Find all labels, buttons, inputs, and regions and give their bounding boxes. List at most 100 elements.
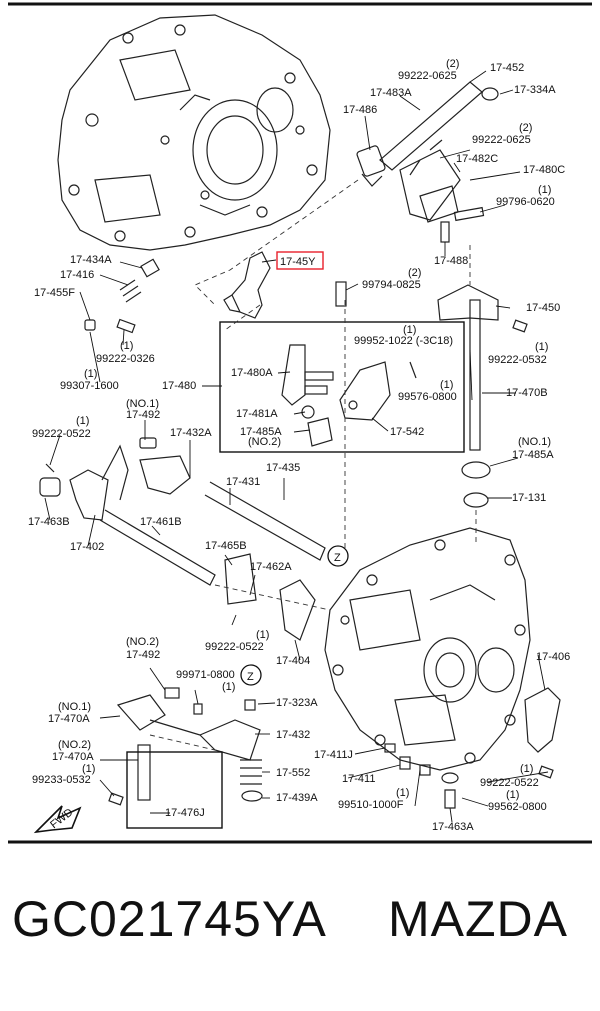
label-99222-0532: 99222-0532 [488, 354, 547, 366]
label-99222-0625b-qty: (2) [519, 122, 532, 134]
label-17-492a-qty: (NO.1) [126, 398, 159, 410]
label-99576-0800-qty: (1) [440, 379, 453, 391]
label-99794-0825: 99794-0825 [362, 279, 421, 291]
label-17-483A: 17-483A [370, 87, 412, 99]
label-17-486: 17-486 [343, 104, 377, 116]
label-17-480: 17-480 [162, 380, 196, 392]
label-17-404: 17-404 [276, 655, 310, 667]
label-17-463B: 17-463B [28, 516, 70, 528]
label-17-482C: 17-482C [456, 153, 498, 165]
label-17-481A: 17-481A [236, 408, 278, 420]
label-17-450: 17-450 [526, 302, 560, 314]
label-17-470B: 17-470B [506, 387, 548, 399]
label-99222-0522a: 99222-0522 [32, 428, 91, 440]
label-17-470A-1: 17-470A [48, 713, 90, 725]
label-17-432A: 17-432A [170, 427, 212, 439]
label-99233-0532-qty: (1) [82, 763, 95, 775]
brand-title: MAZDA [388, 891, 568, 947]
label-17-431: 17-431 [226, 476, 260, 488]
label-17-552: 17-552 [276, 767, 310, 779]
label-17-476J: 17-476J [165, 807, 205, 819]
label-99562-0800: 99562-0800 [488, 801, 547, 813]
label-99971-0800: 99971-0800 [176, 669, 235, 681]
label-99222-0522b: 99222-0522 [205, 641, 264, 653]
label-17-480C: 17-480C [523, 164, 565, 176]
parts-diagram: FWD Z Z 17-452 (2) [8, 2, 592, 844]
transmission-case-lower [324, 527, 531, 771]
z-marker-label-lower: Z [247, 671, 254, 683]
label-99510-1000F: 99510-1000F [338, 799, 404, 811]
label-99510-1000F-qty: (1) [396, 787, 409, 799]
label-17-485A-inner: 17-485A [240, 426, 282, 438]
label-17-470A-1-qty: (NO.1) [58, 701, 91, 713]
label-17-480A: 17-480A [231, 367, 273, 379]
fwd-arrow-icon [33, 805, 82, 834]
label-99307-1600-qty: (1) [84, 368, 97, 380]
right-lower-parts [384, 687, 561, 809]
label-17-485A-inner-qty: (NO.2) [248, 436, 281, 448]
label-99794-0825-qty: (2) [408, 267, 421, 279]
label-17-542: 17-542 [390, 426, 424, 438]
label-99971-0800-qty: (1) [222, 681, 235, 693]
label-17-411: 17-411 [342, 773, 375, 785]
label-17-462A: 17-462A [250, 561, 292, 573]
label-17-439A: 17-439A [276, 792, 318, 804]
label-17-470A-2: 17-470A [52, 751, 94, 763]
label-17-416: 17-416 [60, 269, 94, 281]
part-number-title: GC021745YA [12, 891, 327, 947]
left-forks-rods [39, 437, 326, 641]
label-17-323A: 17-323A [276, 697, 318, 709]
label-99307-1600: 99307-1600 [60, 380, 119, 392]
label-99222-0625a-qty: (2) [446, 58, 459, 70]
label-99222-0522b-qty: (1) [256, 629, 269, 641]
assembly-box-17-476J [126, 751, 223, 829]
dashed-guide-lines [149, 179, 477, 751]
label-17-465B: 17-465B [205, 540, 247, 552]
z-marker-circle-lower [240, 664, 262, 686]
label-17-406: 17-406 [536, 651, 570, 663]
rod-17-470B [335, 281, 528, 508]
label-17-470A-2-qty: (NO.2) [58, 739, 91, 751]
transmission-case-upper [57, 14, 331, 251]
label-17-432: 17-432 [276, 729, 310, 741]
bottom-left-assembly [108, 687, 263, 806]
label-99796-0620-qty: (1) [538, 184, 551, 196]
z-marker-label: Z [334, 552, 341, 564]
label-17-452: 17-452 [490, 62, 524, 74]
leader-lines [44, 70, 549, 823]
shift-fork-17-45Y [223, 251, 271, 319]
label-99796-0620: 99796-0620 [496, 196, 555, 208]
label-17-485A-right-qty: (NO.1) [518, 436, 551, 448]
label-99222-0625a: 99222-0625 [398, 70, 457, 82]
label-17-45Y: 17-45Y [280, 256, 316, 268]
label-17-434A: 17-434A [70, 254, 112, 266]
label-99222-0522a-qty: (1) [76, 415, 89, 427]
label-17-492b: 17-492 [126, 649, 160, 661]
label-99576-0800: 99576-0800 [398, 391, 457, 403]
label-17-485A-right: 17-485A [512, 449, 554, 461]
assembly-box-17-480 [219, 321, 465, 453]
label-17-334A: 17-334A [514, 84, 556, 96]
label-99562-0800-qty: (1) [506, 789, 519, 801]
part-labels: 17-452 (2) 99222-0625 17-483A 17-334A 17… [28, 58, 570, 833]
label-17-492a: 17-492 [126, 409, 160, 421]
label-17-463A: 17-463A [432, 821, 474, 833]
label-99222-0522c-qty: (1) [520, 763, 533, 775]
label-99222-0326-qty: (1) [120, 340, 133, 352]
highlight-box-17-45Y [276, 251, 324, 270]
label-17-461B: 17-461B [140, 516, 182, 528]
z-marker-circle [327, 545, 349, 567]
label-17-435: 17-435 [266, 462, 300, 474]
label-99233-0532: 99233-0532 [32, 774, 91, 786]
label-99222-0625b: 99222-0625 [472, 134, 531, 146]
label-17-488: 17-488 [434, 255, 468, 267]
label-99222-0326: 99222-0326 [96, 353, 155, 365]
label-99222-0522c: 99222-0522 [480, 777, 539, 789]
label-99952-1022-qty: (1) [403, 324, 416, 336]
label-99222-0532-qty: (1) [535, 341, 548, 353]
label-17-455F: 17-455F [34, 287, 75, 299]
label-99952-1022: 99952-1022 (-3C18) [354, 335, 453, 347]
label-17-492b-qty: (NO.2) [126, 636, 159, 648]
detent-parts [84, 258, 160, 334]
caption-bar: GC021745YA MAZDA [0, 890, 600, 990]
